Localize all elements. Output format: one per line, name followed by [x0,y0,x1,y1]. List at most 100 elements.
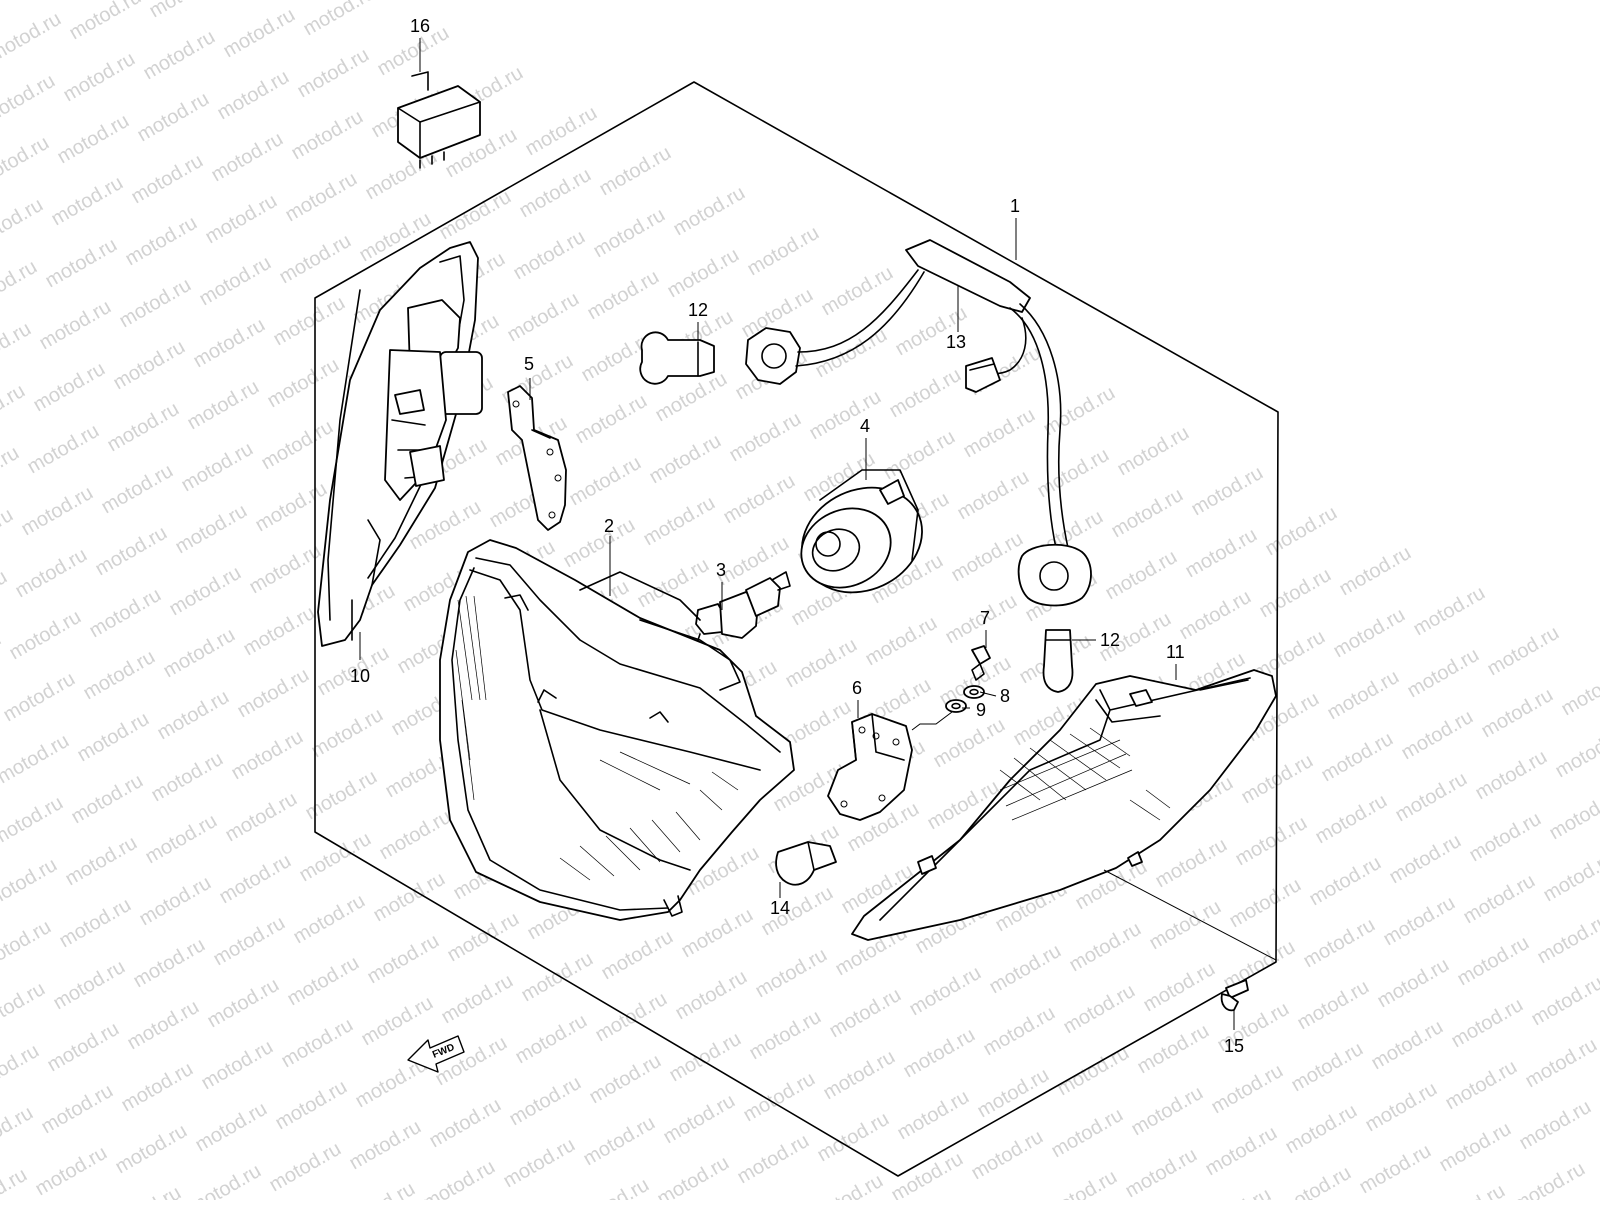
watermark-text: motod.ru [0,380,29,439]
watermark-text: motod.ru [1066,918,1145,977]
watermark-text: motod.ru [862,612,941,671]
watermark-text: motod.ru [1102,546,1181,605]
watermark-text: motod.ru [44,1018,123,1077]
watermark-text: motod.ru [24,420,103,479]
callout-12a: 12 [688,300,708,320]
watermark-text: motod.ru [1140,958,1219,1017]
watermark-text: motod.ru [1176,586,1255,645]
watermark-text: motod.ru [880,426,959,485]
watermark-text: motod.ru [0,318,35,377]
watermark-text: motod.ru [1288,1038,1367,1097]
watermark-text: motod.ru [346,1116,425,1175]
watermark-text: motod.ru [0,628,5,687]
watermark-text: motod.ru [1442,1056,1521,1115]
watermark-text: motod.ru [510,226,589,285]
watermark-text: motod.ru [1472,746,1551,805]
watermark-text: motod.ru [1460,870,1539,929]
callout-11: 11 [1166,642,1185,662]
watermark-text: motod.ru [596,142,675,201]
watermark-text: motod.ru [118,1058,197,1117]
watermark-text: motod.ru [1294,976,1373,1035]
watermark-text: motod.ru [302,766,381,825]
watermark-text: motod.ru [0,978,49,1037]
watermark-text: motod.ru [752,944,831,1003]
watermark-text: motod.ru [184,376,263,435]
watermark-text: motod.ru [566,452,645,511]
watermark-text: motod.ru [1182,524,1261,583]
watermark-text: motod.ru [1398,706,1477,765]
watermark-text: motod.ru [0,1102,37,1161]
watermark-text: motod.ru [104,398,183,457]
watermark-text: motod.ru [0,194,47,253]
watermark-text: motod.ru [124,996,203,1055]
watermark-text: motod.ru [1466,808,1545,867]
watermark-text: motod.ru [0,8,65,67]
watermark-text: motod.ru [0,442,23,501]
watermark-text: motod.ru [960,404,1039,463]
watermark-text: motod.ru [0,70,59,129]
watermark-text: motod.ru [0,730,73,789]
watermark-text: motod.ru [1528,972,1600,1031]
watermark-text: motod.ru [900,1024,979,1083]
watermark-text: motod.ru [438,970,517,1029]
watermark-text: motod.ru [0,0,71,4]
watermark-text: motod.ru [246,540,325,599]
watermark-text: motod.ru [202,190,281,249]
watermark-text: motod.ru [1356,1140,1435,1199]
watermark-text: motod.ru [660,1090,739,1149]
watermark-text: motod.ru [808,1170,887,1200]
watermark-text: motod.ru [516,164,595,223]
watermark-text: motod.ru [744,222,823,281]
watermark-text: motod.ru [664,244,743,303]
watermark-text: motod.ru [506,1072,585,1131]
watermark-text: motod.ru [340,1178,419,1200]
watermark-text: motod.ru [98,460,177,519]
watermark-text: motod.ru [80,646,159,705]
watermark-text: motod.ru [1306,852,1385,911]
watermark-text: motod.ru [1436,1118,1515,1177]
watermark-text: motod.ru [146,0,225,22]
watermark-text: motod.ru [1312,790,1391,849]
watermark-text: motod.ru [590,204,669,263]
watermark-text: motod.ru [1202,1122,1281,1181]
watermark-text: motod.ru [110,336,189,395]
watermark-text: motod.ru [1040,382,1119,441]
watermark-text: motod.ru [1546,786,1600,845]
watermark-text: motod.ru [1540,848,1600,907]
watermark-text: motod.ru [208,128,287,187]
watermark-text: motod.ru [818,262,897,321]
watermark-text: motod.ru [1146,896,1225,955]
watermark-text: motod.ru [1380,892,1459,951]
watermark-text: motod.ru [86,584,165,643]
watermark-text: motod.ru [376,806,455,865]
watermark-text: motod.ru [500,1134,579,1193]
watermark-text: motod.ru [426,1094,505,1153]
watermark-text: motod.ru [1552,724,1600,783]
watermark-text: motod.ru [284,952,363,1011]
watermark-text: motod.ru [240,602,319,661]
watermark-text: motod.ru [222,788,301,847]
watermark-text: motod.ru [0,132,53,191]
callout-16: 16 [410,16,430,36]
watermark-text: motod.ru [592,988,671,1047]
watermark-text: motod.ru [130,934,209,993]
watermark-text: motod.ru [136,872,215,931]
watermark-text: motod.ru [56,894,135,953]
watermark-text: motod.ru [888,1148,967,1200]
watermark-text: motod.ru [678,904,757,963]
watermark-text: motod.ru [672,966,751,1025]
watermark-text: motod.ru [720,470,799,529]
watermark-text: motod.ru [276,230,355,289]
watermark-text: motod.ru [1336,542,1415,601]
callout-6: 6 [852,678,862,698]
watermark-text: motod.ru [154,686,233,745]
watermark-text: motod.ru [1188,462,1267,521]
watermark-text: motod.ru [640,492,719,551]
watermark-text: motod.ru [38,1080,117,1139]
callout-14: 14 [770,898,790,918]
watermark-text: motod.ru [1522,1034,1600,1093]
watermark-text: motod.ru [1410,582,1489,641]
watermark-text: motod.ru [270,292,349,351]
watermark-text: motod.ru [1558,662,1600,721]
